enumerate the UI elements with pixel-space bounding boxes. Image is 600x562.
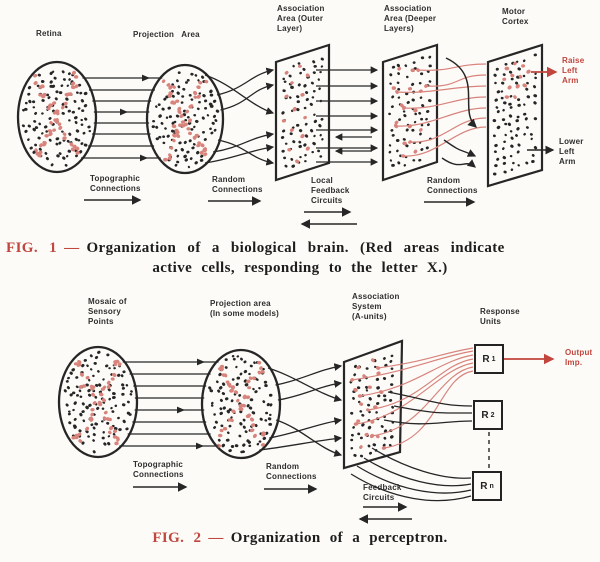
fig2-caption-text: Organization of a perceptron.	[230, 530, 448, 546]
rn-subscript: n	[489, 482, 494, 490]
fig2-label-association-system: Association System (A-units)	[352, 292, 400, 321]
fig1-label-association-outer: Association Area (Outer Layer)	[277, 4, 325, 33]
fig2-label-random-connections: Random Connections	[266, 462, 317, 481]
fig1-label-association-deeper: Association Area (Deeper Layers)	[384, 4, 437, 33]
fig1-label-projection-area: Projection Area	[133, 30, 200, 39]
fig1-label-motor-cortex: Motor Cortex	[502, 7, 529, 26]
fig1-label-retina: Retina	[36, 29, 62, 38]
fig2-caption-number: FIG. 2	[152, 530, 202, 546]
fig1-label-local-feedback-circuits: Local Feedback Circuits	[311, 176, 350, 205]
r2-label: R	[481, 409, 489, 421]
r1-label: R	[482, 353, 490, 365]
fig2-label-projection-area: Projection area (In some models)	[210, 299, 279, 318]
fig2-caption: FIG. 2 — Organization of a perceptron.	[0, 530, 600, 547]
fig2-label-response-units: Response Units	[480, 307, 520, 326]
rn-label: R	[480, 480, 488, 492]
r2-subscript: 2	[490, 411, 495, 419]
fig1-caption: FIG. 1 — Organization of a biological brai…	[6, 239, 594, 279]
fig1-label-raise-left-arm: Raise Left Arm	[562, 56, 585, 85]
fig1-label-topographic-connections: Topographic Connections	[90, 174, 141, 193]
r1-subscript: 1	[491, 355, 496, 363]
fig1-caption-number: FIG. 1	[6, 240, 58, 256]
fig1-label-random-connections-2: Random Connections	[427, 176, 478, 195]
fig2-caption-dash: —	[208, 530, 224, 546]
fig1-label-random-connections-1: Random Connections	[212, 175, 263, 194]
fig2-label-topographic-connections: Topographic Connections	[133, 460, 184, 479]
fig2-label-output-imp: Output Imp.	[565, 348, 593, 367]
fig2-label-mosaic-sensory-points: Mosaic of Sensory Points	[88, 297, 127, 326]
fig1-caption-dash: —	[64, 240, 80, 256]
fig1-label-lower-left-arm: Lower Left Arm	[559, 137, 584, 166]
fig1-caption-line1: Organization of a biological brain. (Red…	[86, 240, 505, 256]
fig2-label-feedback-circuits: Feedback Circuits	[363, 483, 402, 502]
fig1-caption-line2: active cells, responding to the letter X…	[152, 259, 448, 276]
